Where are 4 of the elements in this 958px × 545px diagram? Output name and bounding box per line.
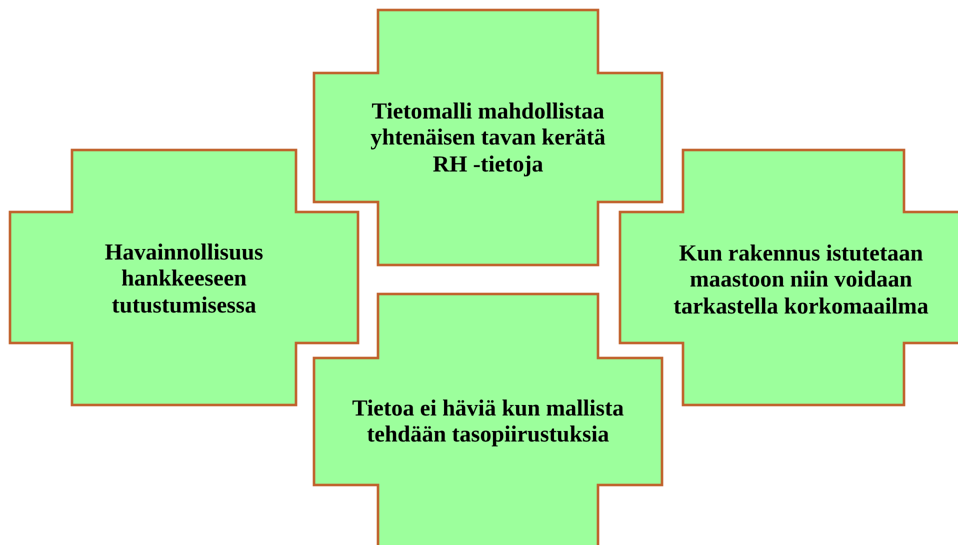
node-text: Havainnollisuus hankkeeseen tutustumisessa [104, 239, 264, 319]
node-text: Tietoa ei häviä kun mallista tehdään tasopiirustuksia [351, 396, 625, 448]
node-text: Tietomalli mahdollistaa yhtenäisen tavan kerätä RH -tietoja [369, 98, 607, 178]
node-text: Kun rakennus istutetaan maastoon niin voidaan tarkastella korkomaailma [672, 240, 930, 320]
